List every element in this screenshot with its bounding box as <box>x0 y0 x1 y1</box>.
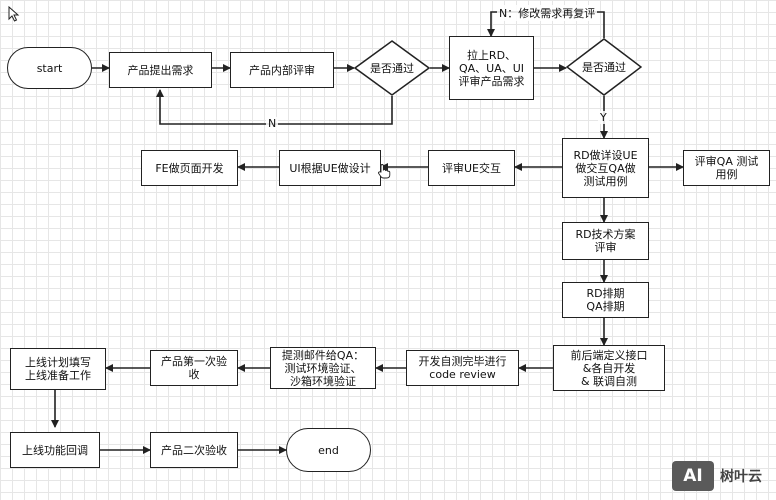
node-submit-test-email[interactable]: 提测邮件给QA： 测试环境验证、 沙箱环境验证 <box>270 347 376 389</box>
node-tech-plan-review[interactable]: RD技术方案 评审 <box>562 222 649 260</box>
edge-label-yes: Y <box>598 111 609 124</box>
node-develop-integrate[interactable]: 前后端定义接口 &各自开发 & 联调自测 <box>553 345 665 391</box>
edge-label-no-1: N <box>266 117 279 130</box>
node-ue-review[interactable]: 评审UE交互 <box>428 150 515 186</box>
diamond-shape <box>354 40 430 96</box>
node-second-acceptance[interactable]: 产品二次验收 <box>150 432 238 468</box>
node-rd-detailed-design[interactable]: RD做详设UE 做交互QA做 测试用例 <box>562 138 649 198</box>
watermark-logo: AI <box>672 461 714 491</box>
decision-approved-1[interactable]: 是否通过 <box>354 40 430 96</box>
decision-approved-2[interactable]: 是否通过 <box>566 38 642 96</box>
node-launch-verification[interactable]: 上线功能回调 <box>10 432 100 468</box>
node-ui-design[interactable]: UI根据UE做设计 <box>279 150 381 186</box>
decision-label: 是否通过 <box>582 61 626 74</box>
node-first-acceptance[interactable]: 产品第一次验 收 <box>150 350 238 386</box>
node-fe-development[interactable]: FE做页面开发 <box>141 150 238 186</box>
node-team-review[interactable]: 拉上RD、 QA、UA、UI 评审产品需求 <box>449 36 534 100</box>
watermark: AI 树叶云 <box>672 458 772 494</box>
hand-pointer-icon <box>377 164 391 179</box>
node-start[interactable]: start <box>7 47 92 89</box>
node-propose-requirement[interactable]: 产品提出需求 <box>109 52 212 88</box>
cursor-arrow-icon <box>8 6 20 22</box>
node-qa-testcase-review[interactable]: 评审QA 测试 用例 <box>683 150 770 186</box>
diamond-shape <box>566 38 642 96</box>
node-schedule[interactable]: RD排期 QA排期 <box>562 282 649 318</box>
node-code-review[interactable]: 开发自测完毕进行 code review <box>406 350 519 386</box>
node-end[interactable]: end <box>286 428 371 472</box>
watermark-text: 树叶云 <box>720 469 762 485</box>
node-launch-plan[interactable]: 上线计划填写 上线准备工作 <box>10 348 106 390</box>
node-internal-review[interactable]: 产品内部评审 <box>230 52 334 88</box>
decision-label: 是否通过 <box>370 62 414 75</box>
edge-label-no-2: N：修改需求再复评 <box>497 5 598 21</box>
